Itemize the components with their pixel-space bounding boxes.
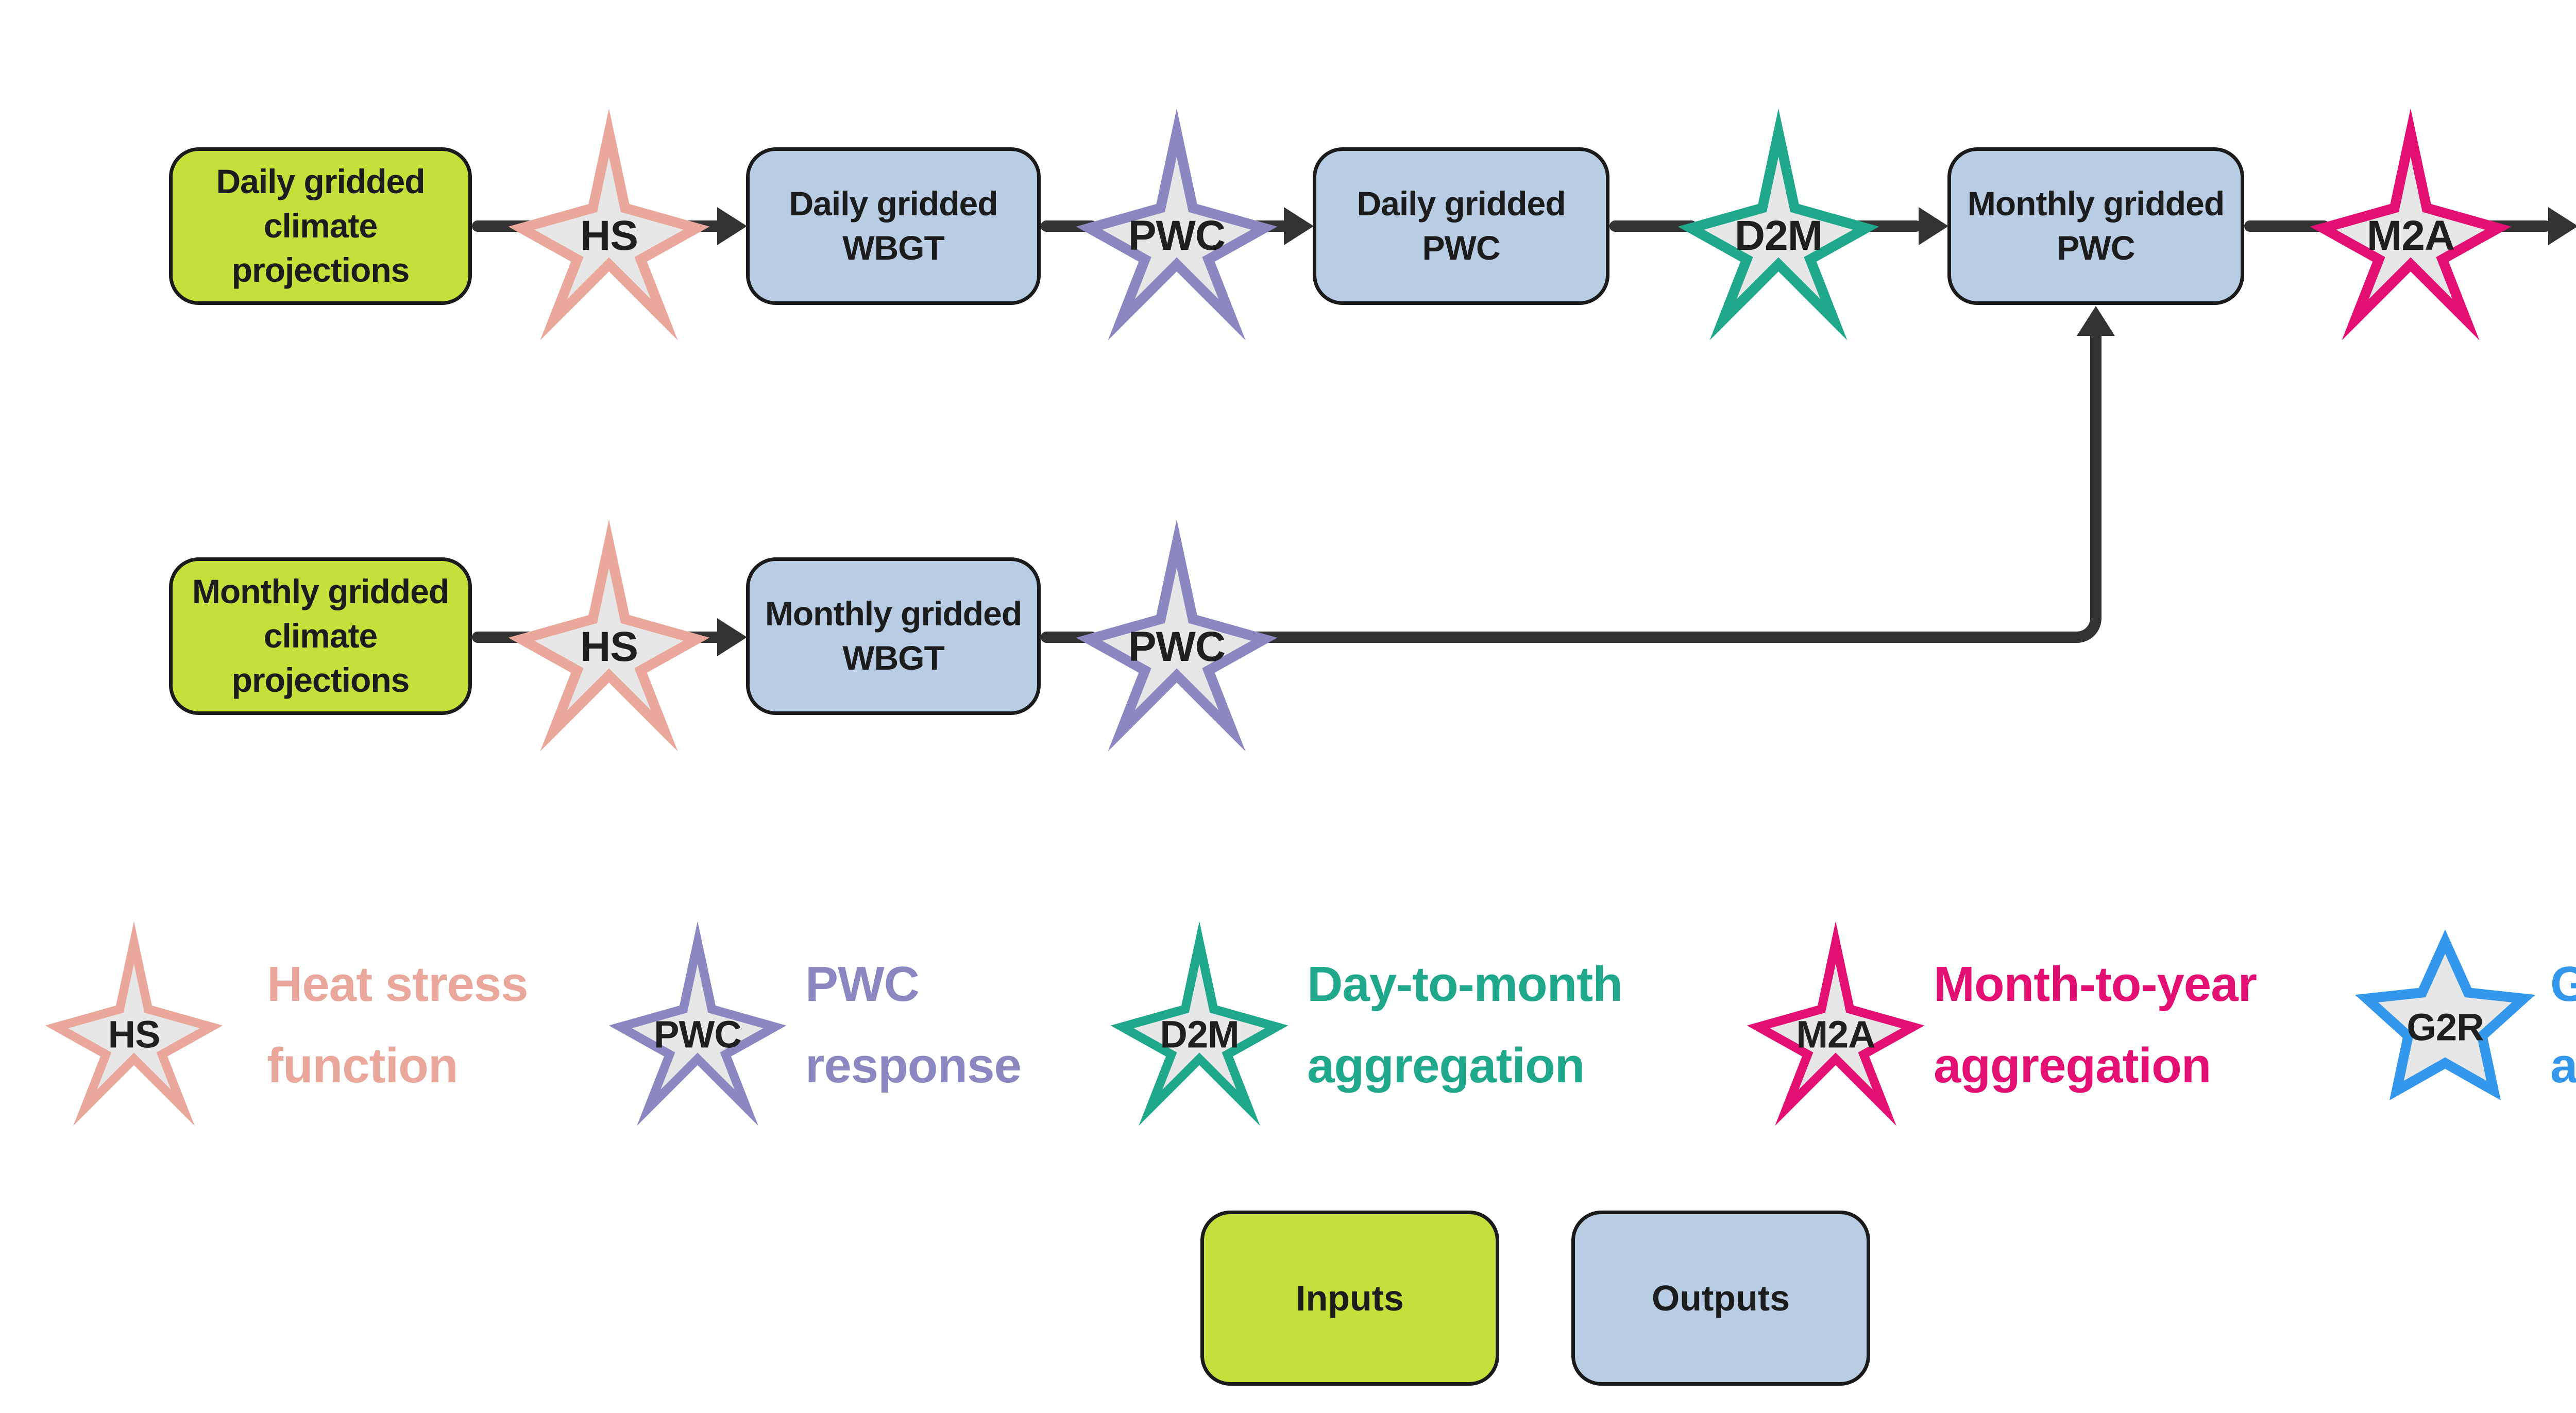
star-shape bbox=[508, 108, 710, 341]
star-icon-pwc-top: PWC bbox=[1076, 108, 1278, 341]
arrowhead-up-icon bbox=[2077, 306, 2115, 336]
star-label: HS bbox=[108, 1013, 161, 1056]
legend-star-icon-pwc: PWC bbox=[608, 921, 787, 1126]
star-icon-pwc-bottom: PWC bbox=[1076, 519, 1278, 752]
star-label: HS bbox=[580, 212, 638, 259]
star-label: PWC bbox=[654, 1013, 742, 1056]
legend-label-grid-to-region: Grid-to-region aggregation bbox=[2550, 956, 2576, 1093]
star-label: PWC bbox=[1128, 212, 1226, 259]
node-monthly-gridded-wbgt: Monthly gridded WBGT bbox=[746, 557, 1041, 715]
star-icon-hs-top: HS bbox=[508, 108, 710, 341]
key-box-inputs: Inputs bbox=[1200, 1211, 1499, 1386]
key-label: Outputs bbox=[1651, 1278, 1790, 1318]
star-shape bbox=[1076, 519, 1278, 752]
legend-label-pwc-response: PWC response bbox=[805, 956, 1022, 1093]
node-label: Daily gridded climate projections bbox=[216, 162, 425, 289]
star-shape bbox=[45, 921, 223, 1126]
star-icon-hs-bottom: HS bbox=[508, 519, 710, 752]
star-shape bbox=[1747, 921, 1925, 1126]
node-label: Daily gridded PWC bbox=[1357, 184, 1566, 267]
star-label: M2A bbox=[2366, 212, 2455, 259]
star-label: PWC bbox=[1128, 623, 1226, 670]
node-daily-gridded-climate-projections: Daily gridded climate projections bbox=[169, 147, 472, 305]
star-label: G2R bbox=[2406, 1006, 2484, 1049]
legend-star-icon-hs: HS bbox=[45, 921, 223, 1126]
star-label: D2M bbox=[1734, 212, 1823, 259]
legend-star-icon-m2a: M2A bbox=[1747, 921, 1925, 1126]
legend-label-heat-stress: Heat stress function bbox=[267, 956, 529, 1093]
star-icon-d2m: D2M bbox=[1677, 108, 1879, 341]
star-label: D2M bbox=[1160, 1013, 1239, 1056]
node-monthly-gridded-pwc: Monthly gridded PWC bbox=[1947, 147, 2244, 305]
arrowhead-right-icon bbox=[1919, 207, 1948, 245]
node-monthly-gridded-climate-projections: Monthly gridded climate projections bbox=[169, 557, 472, 715]
star-shape bbox=[2310, 108, 2512, 341]
legend-label-day-to-month: Day-to-month aggregation bbox=[1307, 956, 1623, 1093]
node-label: Monthly gridded WBGT bbox=[765, 594, 1022, 677]
star-icon-m2a: M2A bbox=[2310, 108, 2512, 341]
star-shape bbox=[508, 519, 710, 752]
node-label: Monthly gridded PWC bbox=[1967, 184, 2225, 267]
star-shape bbox=[608, 921, 787, 1126]
node-label: Daily gridded WBGT bbox=[789, 184, 998, 267]
star-shape bbox=[1110, 921, 1289, 1126]
key-box-outputs: Outputs bbox=[1571, 1211, 1870, 1386]
arrowhead-right-icon bbox=[717, 207, 747, 245]
arrowhead-right-icon bbox=[2548, 207, 2576, 245]
star-shape bbox=[1677, 108, 1879, 341]
node-label: Monthly gridded climate projections bbox=[192, 572, 449, 699]
node-daily-gridded-pwc: Daily gridded PWC bbox=[1313, 147, 1609, 305]
legend-star-icon-g2r: G2R bbox=[2355, 929, 2535, 1106]
legend-label-month-to-year: Month-to-year aggregation bbox=[1934, 956, 2257, 1093]
arrowhead-right-icon bbox=[717, 618, 747, 656]
legend-star-icon-d2m: D2M bbox=[1110, 921, 1289, 1126]
star-label: HS bbox=[580, 623, 638, 670]
connector-line bbox=[1609, 220, 1697, 232]
star-shape bbox=[1076, 108, 1278, 341]
star-label: M2A bbox=[1796, 1013, 1875, 1056]
arrowhead-right-icon bbox=[1284, 207, 1314, 245]
star-shape bbox=[2355, 929, 2535, 1101]
node-daily-gridded-wbgt: Daily gridded WBGT bbox=[746, 147, 1041, 305]
connector-line bbox=[2244, 220, 2330, 232]
connector-elbow bbox=[1250, 335, 2102, 643]
key-label: Inputs bbox=[1296, 1278, 1404, 1318]
